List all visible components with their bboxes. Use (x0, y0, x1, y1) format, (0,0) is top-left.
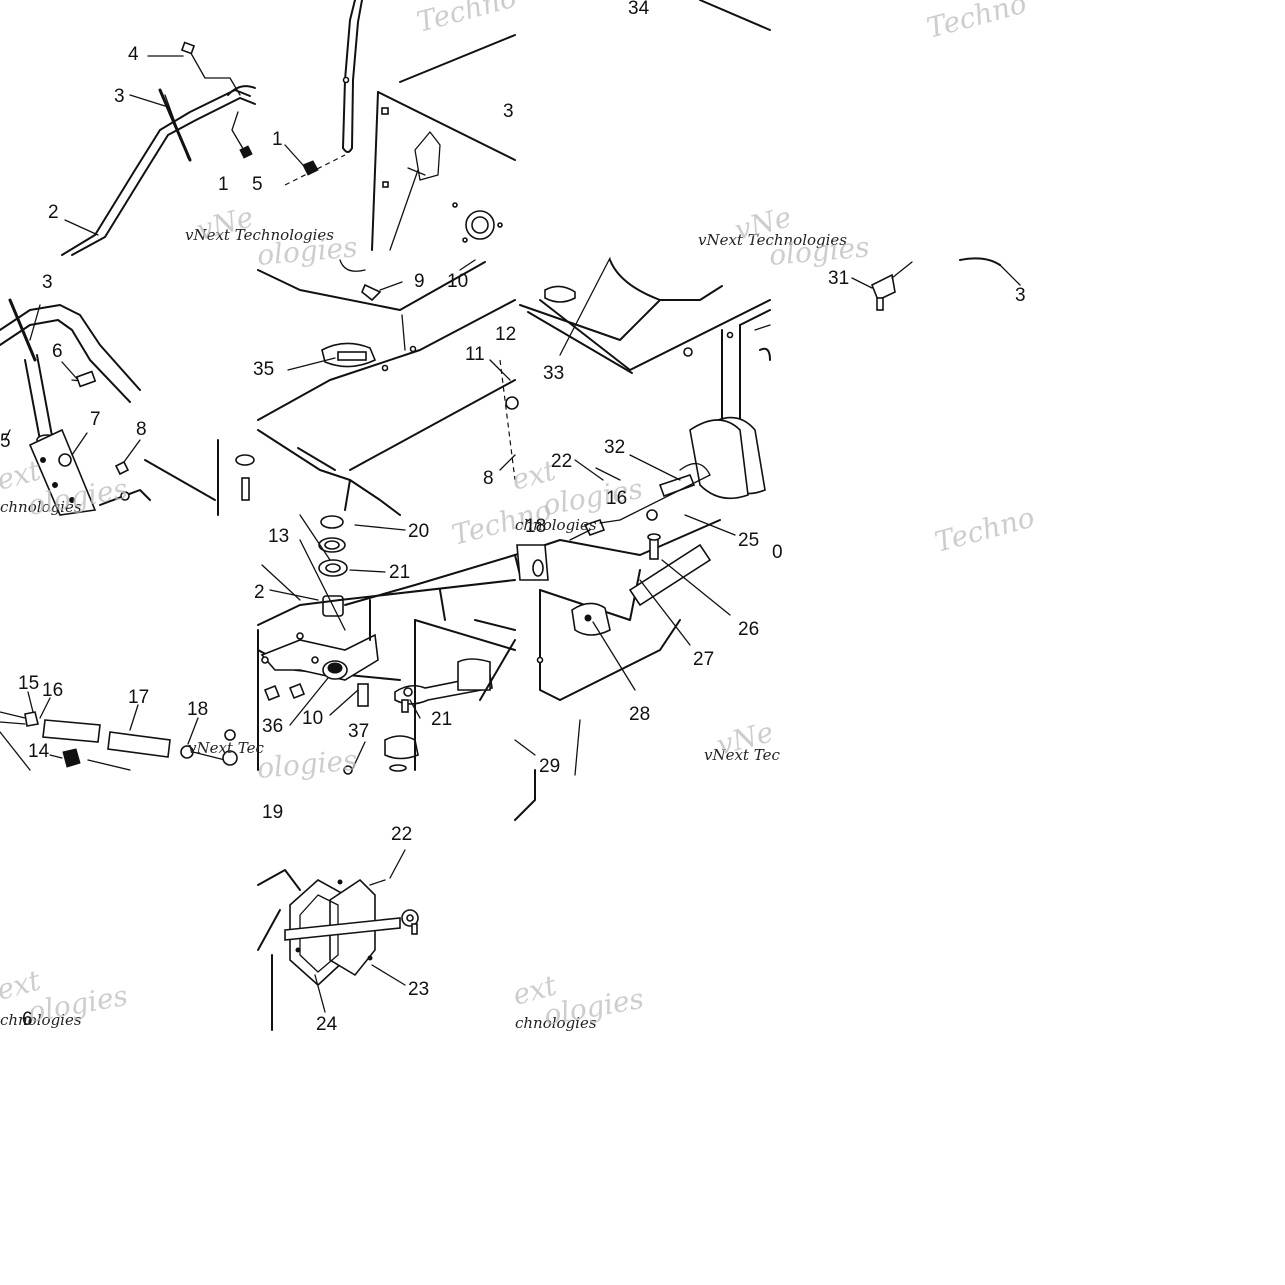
watermark-text: chnologies (0, 1011, 82, 1029)
callout-2: 2 (48, 202, 59, 223)
callout-5: 5 (252, 174, 263, 195)
callout-3: 3 (1015, 285, 1026, 306)
callout-8: 8 (483, 468, 494, 489)
tile-body-panel (284, 0, 516, 251)
callout-2: 2 (254, 582, 265, 603)
watermark-text: ologies (256, 743, 359, 785)
watermark-text: vNext Tec (188, 739, 264, 757)
callout-6: 6 (22, 1009, 33, 1030)
callout-32: 32 (604, 437, 625, 458)
callout-28: 28 (629, 704, 650, 725)
tile-tie-rod (0, 691, 238, 771)
callout-22: 22 (551, 451, 572, 472)
watermark-text: vNext Tec (704, 746, 780, 764)
callout-10: 10 (447, 271, 468, 292)
callout-18: 18 (187, 699, 208, 720)
watermark-text: Techno (923, 0, 1030, 45)
callout-1: 1 (272, 129, 283, 150)
tile-steering-bar (61, 41, 256, 256)
callout-23: 23 (408, 979, 429, 1000)
callout-35: 35 (253, 359, 274, 380)
callout-11: 11 (465, 344, 485, 365)
callout-29: 29 (539, 756, 560, 777)
callout-33: 33 (543, 363, 564, 384)
watermark-text: chnologies (515, 516, 597, 534)
callout-3: 3 (114, 86, 125, 107)
callout-36: 36 (262, 716, 283, 737)
callout-21: 21 (431, 709, 452, 730)
callout-3: 3 (503, 101, 514, 122)
callout-17: 17 (128, 687, 149, 708)
callout-22: 22 (391, 824, 412, 845)
callout-16: 16 (606, 488, 627, 509)
tile-top-right-line (699, 0, 771, 31)
callout-4: 4 (128, 44, 139, 65)
callout-25: 25 (738, 530, 759, 551)
callout-7: 7 (90, 409, 101, 430)
callout-6: 6 (52, 341, 63, 362)
callout-12: 12 (495, 324, 516, 345)
watermark-text: vNext Technologies (185, 226, 334, 244)
callout-14: 14 (28, 741, 50, 762)
callout-18: 18 (525, 516, 546, 537)
tile-floor-plate (514, 474, 736, 821)
tile-bolt-31 (851, 257, 1021, 311)
callout-37: 37 (348, 721, 369, 742)
tile-steering-column (0, 298, 255, 516)
callout-20: 20 (408, 521, 429, 542)
callout-24: 24 (316, 1014, 338, 1035)
callout-26: 26 (738, 619, 759, 640)
callout-9: 9 (414, 271, 425, 292)
tile-steering-box (257, 849, 419, 1031)
callout-0: 0 (772, 542, 783, 563)
callout-1: 1 (218, 174, 229, 195)
watermark-text: Techno (931, 501, 1038, 559)
watermark-text: Techno (413, 0, 520, 39)
watermark-text: chnologies (0, 498, 82, 516)
callout-8: 8 (136, 419, 147, 440)
watermark-text: chnologies (515, 1014, 597, 1032)
watermark-text: vNext Technologies (698, 231, 847, 249)
tile-pitman-bracket (224, 514, 516, 775)
callout-16: 16 (42, 680, 63, 701)
callout-21: 21 (389, 562, 410, 583)
callout-10: 10 (302, 708, 323, 729)
callout-15: 15 (18, 673, 39, 694)
tile-seat-plate (519, 257, 771, 521)
callout-5: 5 (0, 431, 11, 452)
callout-3: 3 (42, 272, 53, 293)
callout-13: 13 (268, 526, 289, 547)
callout-34: 34 (628, 0, 650, 19)
callout-31: 31 (828, 268, 849, 289)
callout-27: 27 (693, 649, 714, 670)
callout-19: 19 (262, 802, 283, 823)
callout-labels: 4 3 1 5 2 1 3 34 3 6 7 8 5 9 10 35 12 11… (0, 0, 1026, 1035)
tile-frame-center (257, 259, 519, 516)
